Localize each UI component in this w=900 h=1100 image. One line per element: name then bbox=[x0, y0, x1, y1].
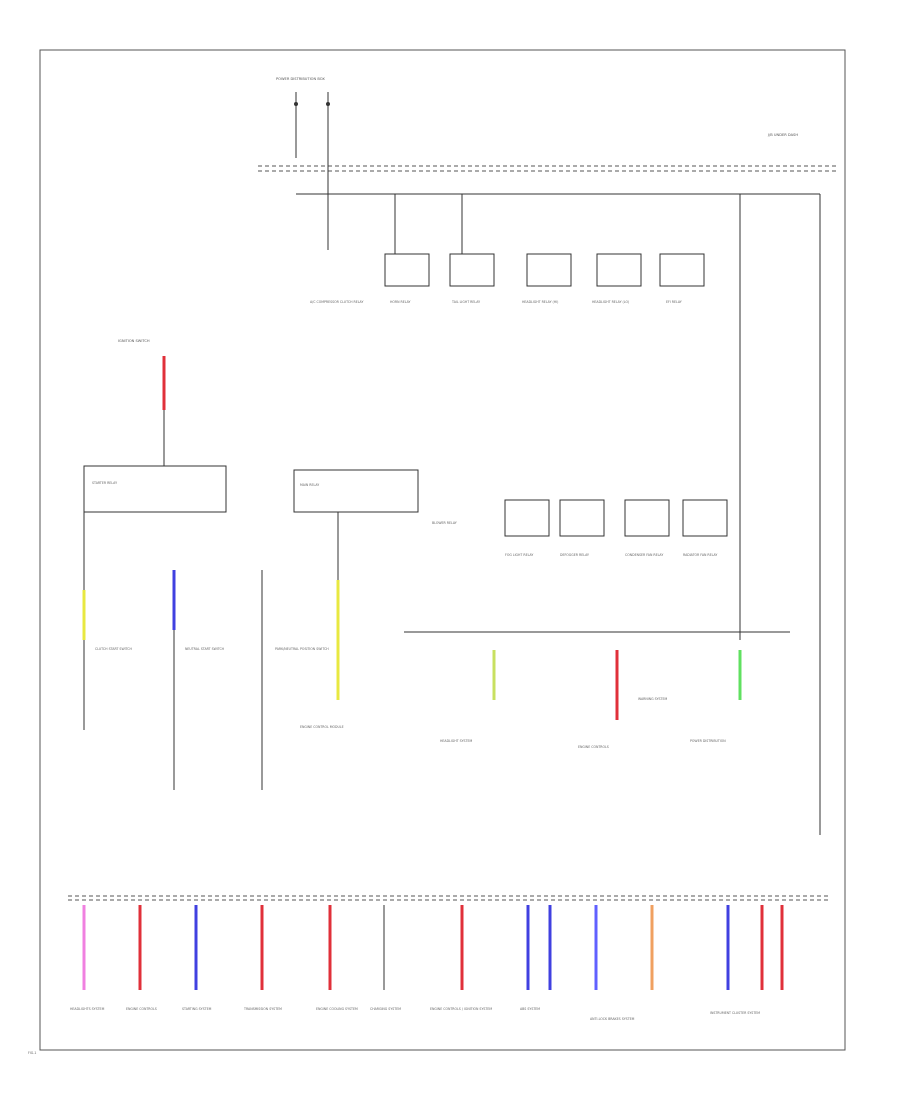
bottom-wire-row bbox=[82, 905, 784, 990]
right-connector-label: J/B UNDER DASH bbox=[767, 133, 798, 137]
system-label: ENGINE COOLING SYSTEM bbox=[316, 1007, 358, 1011]
bottom-label-row: HEADLIGHTS SYSTEM ENGINE CONTROLS STARTI… bbox=[70, 1007, 760, 1021]
starter-relay-label: STARTER RELAY bbox=[92, 481, 117, 485]
relay-box bbox=[504, 499, 550, 537]
relay-box bbox=[596, 253, 642, 287]
system-label: HEADLIGHTS SYSTEM bbox=[70, 1007, 105, 1011]
switch-label: NEUTRAL START SWITCH bbox=[185, 647, 225, 651]
relay-box bbox=[624, 499, 670, 537]
system-label: ENGINE CONTROLS / IGNITION SYSTEM bbox=[430, 1007, 492, 1011]
relay-label: CONDENSER FAN RELAY bbox=[625, 553, 663, 557]
relay-label: HORN RELAY bbox=[390, 300, 411, 304]
system-label: TRANSMISSION SYSTEM bbox=[243, 1007, 282, 1011]
mid-relay-row: FOG LIGHT RELAY DEFOGGER RELAY CONDENSER… bbox=[504, 499, 728, 557]
system-label: ABS SYSTEM bbox=[520, 1007, 540, 1011]
terminal bbox=[326, 102, 330, 106]
relay-label: DEFOGGER RELAY bbox=[560, 553, 589, 557]
system-label: INSTRUMENT CLUSTER SYSTEM bbox=[710, 1011, 760, 1015]
system-label: CHARGING SYSTEM bbox=[370, 1007, 401, 1011]
top-relay-row: A/C COMPRESSOR CLUTCH RELAY HORN RELAY T… bbox=[310, 194, 741, 640]
relay-label: FOG LIGHT RELAY bbox=[505, 553, 533, 557]
ignition-label: IGNITION SWITCH bbox=[118, 339, 150, 343]
starter-relay-box bbox=[83, 465, 227, 513]
relay-label: EFI RELAY bbox=[666, 300, 682, 304]
system-label: POWER DISTRIBUTION bbox=[690, 739, 726, 743]
main-relay-box bbox=[293, 469, 419, 513]
blower-relay-label: BLOWER RELAY bbox=[432, 521, 457, 525]
system-label: ENGINE CONTROLS bbox=[126, 1007, 157, 1011]
system-label: WARNING SYSTEM bbox=[638, 697, 668, 701]
relay-box bbox=[526, 253, 572, 287]
relay-label: RADIATOR FAN RELAY bbox=[683, 553, 717, 557]
relay-label: HEADLIGHT RELAY (HI) bbox=[522, 300, 558, 304]
relay-label: TAIL LIGHT RELAY bbox=[451, 300, 480, 304]
top-connector-label: POWER DISTRIBUTION BOX bbox=[276, 77, 325, 81]
system-label: ANTI-LOCK BRAKES SYSTEM bbox=[590, 1017, 635, 1021]
relay-label: HEADLIGHT RELAY (LO) bbox=[592, 300, 629, 304]
system-label: HEADLIGHT SYSTEM bbox=[440, 739, 473, 743]
system-label: ENGINE CONTROLS bbox=[578, 745, 609, 749]
relay-label: A/C COMPRESSOR CLUTCH RELAY bbox=[310, 300, 363, 304]
relay-box bbox=[559, 499, 605, 537]
main-relay-label: MAIN RELAY bbox=[300, 483, 319, 487]
page-footer: FIG-1 bbox=[28, 1051, 36, 1055]
system-label: ENGINE CONTROL MODULE bbox=[300, 725, 344, 729]
relay-box bbox=[384, 253, 430, 287]
switch-label: CLUTCH START SWITCH bbox=[95, 647, 133, 651]
system-label: STARTING SYSTEM bbox=[182, 1007, 212, 1011]
switch-label: PARK/NEUTRAL POSITION SWITCH bbox=[275, 647, 329, 651]
relay-box bbox=[659, 253, 705, 287]
terminal bbox=[294, 102, 298, 106]
relay-box bbox=[682, 499, 728, 537]
relay-box bbox=[449, 253, 495, 287]
diagram-frame bbox=[39, 49, 846, 1051]
